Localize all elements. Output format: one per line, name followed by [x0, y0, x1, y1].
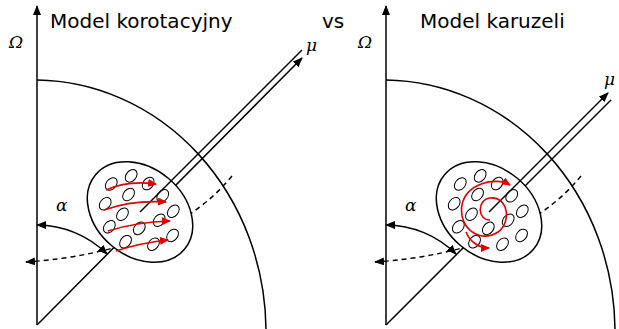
corotation-panel	[26, 6, 302, 329]
star-surface	[386, 80, 615, 329]
corotation-arrows	[104, 183, 170, 251]
mu-axis-front	[489, 93, 608, 212]
carousel-arrows	[462, 181, 510, 248]
omega-axis	[385, 6, 387, 325]
star-surface	[37, 80, 266, 329]
carousel-panel	[375, 6, 615, 329]
mu-axis	[386, 100, 611, 325]
axis-label: Ω	[358, 33, 372, 52]
mu-axis-front	[140, 50, 302, 212]
axis-label: μ	[604, 70, 615, 89]
axis-label: μ	[306, 36, 317, 55]
panel-title: Model karuzeli	[420, 10, 565, 32]
angle-label: α	[56, 196, 67, 215]
omega-axis	[36, 6, 38, 325]
mu-axis	[37, 58, 302, 325]
panel-title: Model korotacyjny	[50, 10, 233, 32]
versus-text: vs	[322, 10, 344, 32]
axis-label: Ω	[9, 33, 23, 52]
angle-label: α	[405, 196, 416, 215]
